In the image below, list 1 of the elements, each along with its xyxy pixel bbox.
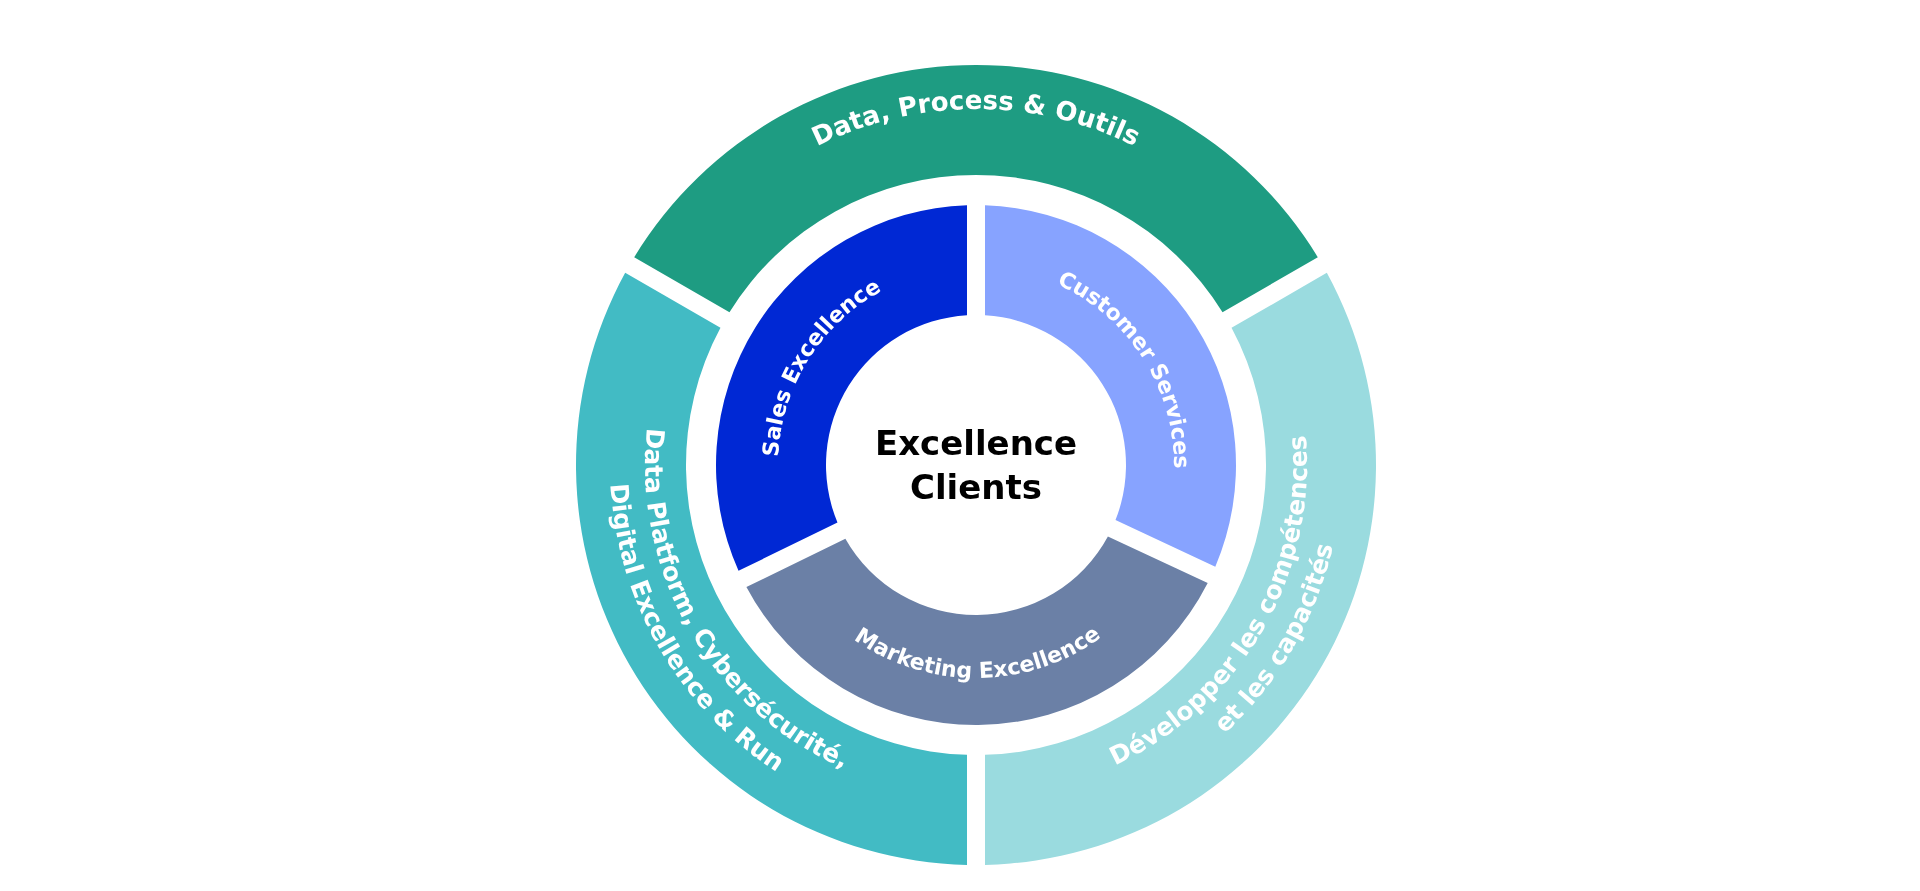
center-title: Excellence Clients [874, 422, 1078, 507]
